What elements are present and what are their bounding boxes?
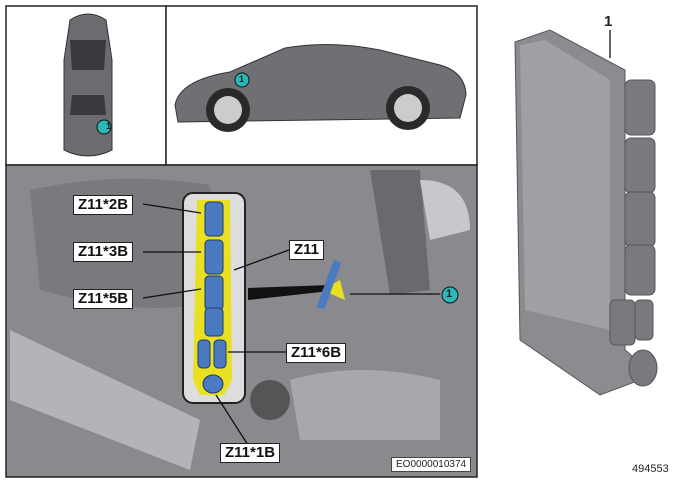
part-label: 1: [604, 13, 613, 30]
label-z11-5b: Z11*5B: [73, 289, 134, 309]
label-z11: Z11: [289, 240, 325, 260]
label-z11-1b: Z11*1B: [220, 443, 281, 463]
control-unit-part-illustration: [514, 29, 658, 396]
diagram-number: 494553: [632, 463, 669, 475]
callout-1-side: 1: [239, 74, 245, 84]
label-z11-6b: Z11*6B: [286, 343, 347, 363]
label-z11-3b: Z11*3B: [73, 242, 134, 262]
callout-1-engine: 1: [446, 288, 453, 300]
image-code: EO0000010374: [391, 457, 472, 472]
label-z11-2b: Z11*2B: [73, 195, 134, 215]
callout-circles: [96, 72, 459, 304]
car-top-view: [63, 13, 113, 157]
callout-1-top: 1: [106, 121, 112, 131]
